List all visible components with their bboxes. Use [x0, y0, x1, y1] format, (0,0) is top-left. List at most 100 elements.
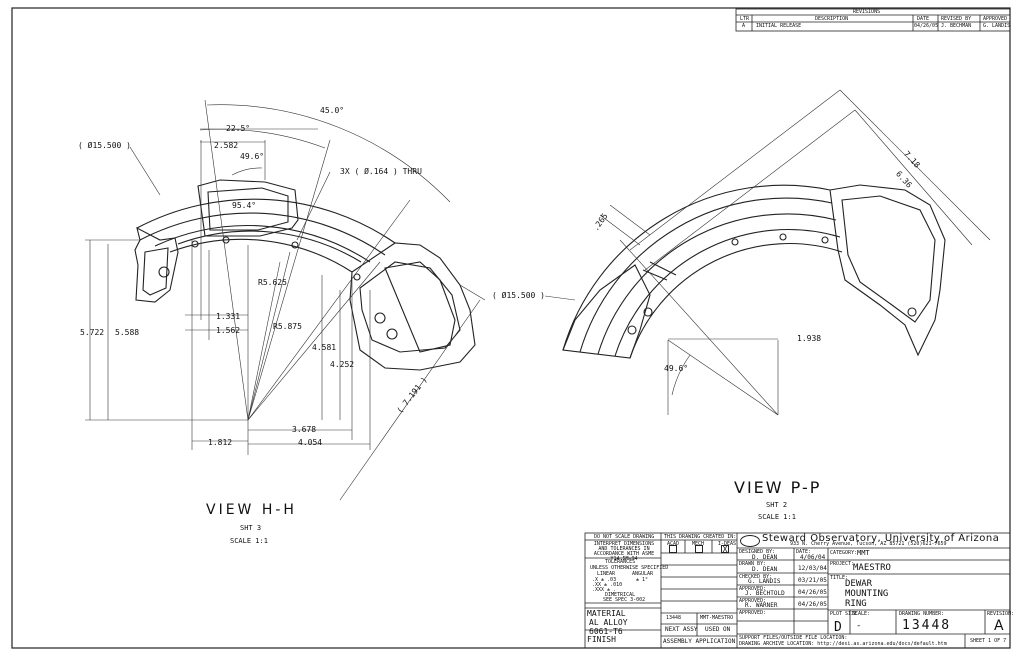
- view-h-h-scale: SCALE 1:1: [230, 537, 268, 545]
- angular-label: ANGULAR: [632, 571, 654, 577]
- created-in-label: THIS DRAWING CREATED IN:: [664, 534, 737, 540]
- ideas-label: I-DEAS: [718, 541, 737, 547]
- dim-4-252: 4.252: [330, 360, 355, 369]
- plot-size-label: PLOT SIZE: [830, 611, 858, 617]
- org-name: Steward Observatory, University of Arizo…: [762, 533, 1000, 544]
- rev-row-description: INITIAL RELEASE: [756, 23, 802, 29]
- dim-22-5: 22.5°: [226, 124, 251, 133]
- category-label: CATEGORY:: [830, 550, 858, 556]
- acad-label: ACAD: [667, 541, 680, 547]
- dim-95-4: 95.4°: [232, 201, 257, 210]
- dim-49-6: 49.6°: [240, 152, 265, 161]
- designed-by-label: DESIGNED BY:: [739, 549, 776, 555]
- title-label: TITLE:: [830, 575, 849, 581]
- approved-2: R. WARNER: [745, 602, 778, 609]
- drawn-date: 12/03/04: [798, 565, 827, 572]
- rev-row-approved: G. LANDIS: [983, 23, 1011, 29]
- dim-3-678: 3.678: [292, 425, 317, 434]
- org-logo-icon: [740, 535, 760, 547]
- project-value: MAESTRO: [853, 563, 891, 573]
- rev-header-approved: APPROVED: [983, 16, 1008, 22]
- designed-date: 4/06/04: [800, 554, 826, 561]
- dim-5-722: 5.722: [80, 328, 105, 337]
- drawn-by: D. DEAN: [752, 566, 778, 573]
- approved-1-date: 04/26/05: [798, 589, 827, 596]
- title-line-3: RING: [845, 599, 867, 609]
- material-value-1: AL ALLOY: [589, 618, 628, 627]
- acad-checkbox: [669, 545, 677, 553]
- rev-row-date: 04/26/05: [914, 23, 939, 29]
- title-line-1: DEWAR: [845, 579, 873, 589]
- tol-xxx: .XXX ± .: [592, 587, 617, 593]
- dim-4-581: 4.581: [312, 343, 337, 352]
- dim-2-582: 2.582: [214, 141, 239, 150]
- used-on-label: USED ON: [705, 626, 731, 633]
- drawing-number: 13448: [902, 618, 952, 633]
- project-label: PROJECT:: [830, 561, 855, 567]
- tol-xx: .XX ± .010: [592, 582, 623, 588]
- dim-r5-625: R5.625: [258, 278, 287, 287]
- checked-by: G. LANDIS: [748, 578, 781, 585]
- material-value-2: 6061-T6: [589, 627, 623, 636]
- archive-location: DRAWING ARCHIVE LOCATION: http://desi.as…: [739, 641, 947, 647]
- checked-by-label: CHECKED BY:: [739, 574, 773, 580]
- rev-header-date: DATE: [917, 16, 930, 22]
- dim-5-588: 5.588: [115, 328, 140, 337]
- revision-label: REVISION:: [987, 611, 1015, 617]
- designed-by: D. DEAN: [752, 554, 778, 561]
- revisions-title: REVISIONS: [853, 9, 881, 15]
- checked-date: 03/21/05: [798, 577, 827, 584]
- finish-label: FINISH: [587, 635, 616, 644]
- sheet-number: SHEET 1 OF 7: [970, 638, 1007, 644]
- rev-row-revised-by: J. BECHMAN: [941, 23, 972, 29]
- view-h-h-dimensions: [85, 99, 486, 501]
- support-files-label: SUPPORT FILES/OUTSIDE FILE LOCATION:: [739, 635, 848, 641]
- assembly-name: MMT-MAESTRO: [700, 615, 734, 621]
- note-interpret: INTERPRET DIMENSIONS AND TOLERANCES IN A…: [593, 541, 655, 562]
- view-p-p-scale: SCALE 1:1: [758, 513, 796, 521]
- dim-1-938: 1.938: [797, 334, 822, 343]
- assembly-application-label: ASSEMBLY APPLICATION: [663, 638, 736, 645]
- drawn-by-label: DRAWN BY:: [739, 561, 767, 567]
- view-p-p-dimensions: [544, 89, 991, 416]
- tolerances-label: TOLERANCES: [605, 559, 636, 565]
- linear-label: LINEAR: [597, 571, 616, 577]
- dim-49-6-p: 49.6°: [664, 364, 689, 373]
- sheet-border: [11, 7, 1011, 649]
- dim-4-054: 4.054: [298, 438, 323, 447]
- mech-checkbox: [695, 545, 703, 553]
- approved-3-label: APPROVED:: [739, 610, 767, 616]
- view-p-p-title: VIEW P-P: [734, 478, 822, 497]
- dim-45: 45.0°: [320, 106, 345, 115]
- dim-1-812: 1.812: [208, 438, 233, 447]
- approved-1-label: APPROVED:: [739, 586, 767, 592]
- ideas-checkbox: X: [721, 545, 729, 554]
- see-spec: SEE SPEC 3-002: [603, 597, 646, 603]
- note-holes: 3X ( Ø.164 ) THRU: [340, 167, 422, 176]
- rev-header-description: DESCRIPTION: [815, 16, 849, 22]
- part-number: 13448: [666, 615, 682, 621]
- category-value: MMT: [857, 549, 870, 557]
- date-label: DATE:: [796, 549, 812, 555]
- rev-row-ltr: A: [742, 23, 746, 29]
- title-block-grid: [584, 532, 1011, 649]
- view-h-h-part: [134, 179, 476, 371]
- dim-diameter-h: ( Ø15.500 ): [78, 141, 131, 150]
- material-label: MATERIAL: [587, 609, 626, 618]
- approved-2-date: 04/26/05: [798, 601, 827, 608]
- unless-specified: UNLESS OTHERWISE SPECIFIED: [590, 565, 669, 571]
- dim-1-562: 1.562: [216, 326, 241, 335]
- view-p-p-sheet: SHT 2: [766, 501, 788, 509]
- tol-x: .X ± .03: [592, 577, 617, 583]
- dim-r5-875: R5.875: [273, 322, 302, 331]
- mech-label: MECH: [692, 541, 705, 547]
- view-h-h-title: VIEW H-H: [206, 502, 297, 518]
- rev-header-ltr: LTR: [740, 16, 750, 22]
- approved-1: J. BECHTOLD: [745, 590, 785, 597]
- org-address: 933 N. Cherry Avenue, Tucson, AZ 85721 (…: [790, 541, 947, 547]
- approved-2-label: APPROVED:: [739, 598, 767, 604]
- dimetrical-label: DIMETRICAL: [605, 592, 636, 598]
- rev-header-revised-by: REVISED BY: [941, 16, 972, 22]
